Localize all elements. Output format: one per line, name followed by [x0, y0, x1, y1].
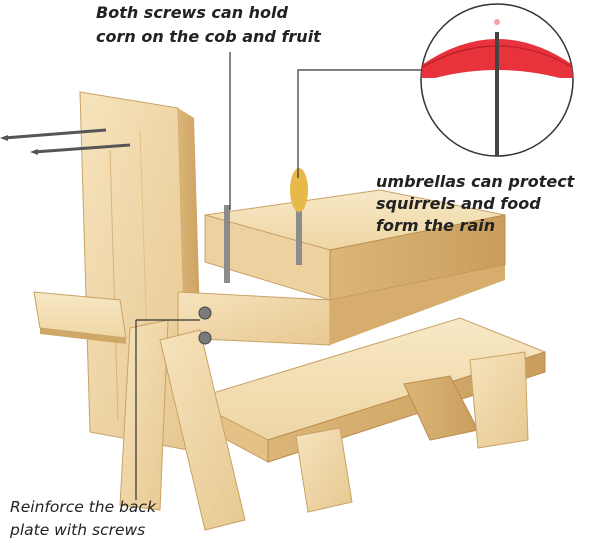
- reinforcement-screws: [198, 306, 212, 345]
- corn-screws: [224, 168, 308, 283]
- screws-caption-line1: Both screws can hold: [96, 3, 288, 22]
- screws-caption-line2: corn on the cob and fruit: [96, 27, 321, 46]
- side-nails: [0, 128, 131, 155]
- umbrella-inset: [420, 3, 574, 157]
- legs: [119, 319, 529, 531]
- umbrella-caption-line2: squirrels and food: [376, 194, 541, 213]
- left-ledge: [33, 291, 127, 344]
- umbrella-caption-line3: form the rain: [376, 216, 496, 235]
- food-tray: [177, 189, 506, 346]
- leader-lines: [135, 52, 422, 500]
- back-plate-caption-line1: Reinforce the back: [10, 498, 156, 516]
- umbrella-caption-line1: umbrellas can protect: [376, 172, 575, 191]
- back-plate-caption-line2: plate with screws: [10, 521, 146, 539]
